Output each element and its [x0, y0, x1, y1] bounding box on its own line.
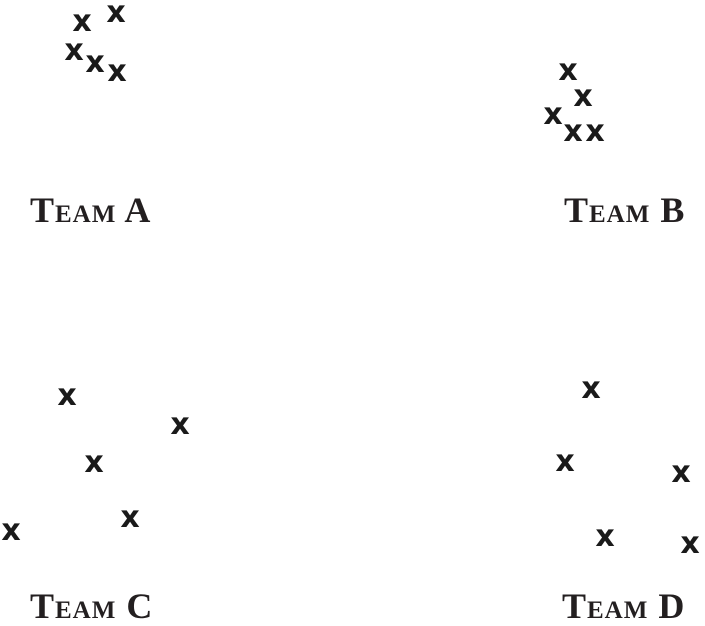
team-c-mark: x — [57, 378, 77, 413]
team-a-mark: x — [85, 45, 105, 80]
team-a-mark: x — [72, 4, 92, 39]
team-a-mark: x — [106, 0, 126, 30]
team-b-mark: x — [543, 97, 563, 132]
team-d-mark: x — [680, 526, 700, 561]
team-d-label: Team D — [562, 586, 686, 626]
team-b-mark: x — [558, 53, 578, 88]
team-b-label: Team B — [564, 190, 686, 230]
team-c-mark: x — [1, 513, 21, 548]
team-a-label: Team A — [30, 190, 152, 230]
team-d-mark: x — [581, 371, 601, 406]
team-d-mark: x — [671, 455, 691, 490]
team-c-mark: x — [84, 445, 104, 480]
team-b-mark: x — [585, 114, 605, 149]
team-b-mark: x — [563, 114, 583, 149]
team-a-mark: x — [107, 54, 127, 89]
team-b-mark: x — [573, 79, 593, 114]
team-c-label: Team C — [30, 586, 154, 626]
team-d-mark: x — [555, 444, 575, 479]
team-c-mark: x — [120, 500, 140, 535]
team-c-mark: x — [170, 407, 190, 442]
team-a-mark: x — [64, 33, 84, 68]
team-d-mark: x — [595, 519, 615, 554]
